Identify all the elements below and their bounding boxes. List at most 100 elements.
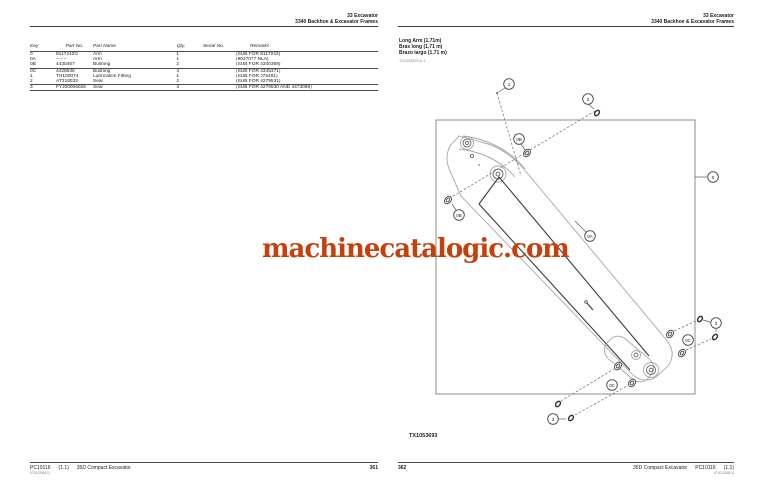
diagram-border bbox=[435, 119, 696, 395]
right-page-header: 33 Excavator 3340 Backhoe & Excavator Fr… bbox=[398, 13, 734, 27]
o-ring-icon bbox=[567, 414, 575, 422]
doc-number: PC10116 bbox=[30, 464, 51, 471]
cell-part-no: 4428636 bbox=[56, 68, 75, 74]
excavator-arm-drawing bbox=[446, 135, 673, 383]
col-header-qty: Qty. bbox=[171, 44, 191, 52]
cell-part-no: 4430457 bbox=[56, 62, 93, 69]
print-code: 071012008-1) bbox=[30, 470, 50, 475]
o-ring-icon bbox=[593, 109, 601, 117]
callout-0c-right: 0C bbox=[682, 334, 694, 346]
col-header-serial-no: Serial No. bbox=[191, 44, 236, 52]
cell-key: 0C bbox=[30, 68, 37, 74]
cell-remarks: (SUB FOR 4279531) bbox=[236, 79, 378, 86]
cell-part-name: Lubrication Fitting bbox=[93, 73, 131, 79]
cell-serial-no bbox=[191, 79, 236, 86]
watermark: machinecatalogic.com bbox=[262, 234, 570, 264]
callout-0c-bottom: 0C bbox=[606, 379, 618, 391]
cell-key: 3 bbox=[30, 84, 56, 92]
pivot-boss bbox=[489, 165, 507, 183]
cell-remarks: (SUB FOR 4345371) bbox=[236, 68, 281, 74]
doc-number: PC10116 bbox=[695, 464, 716, 471]
cell-key: 0B bbox=[30, 62, 56, 69]
cell-part-name: Bushing bbox=[93, 62, 171, 69]
cell-part-no: FYJ00006026 bbox=[56, 84, 93, 92]
svg-text:2: 2 bbox=[587, 97, 590, 102]
cell-part-name: Arm bbox=[93, 57, 102, 63]
cell-remarks: (SUB FOR 8117243) bbox=[236, 52, 281, 57]
o-ring-icon bbox=[711, 333, 719, 341]
bushing-icon bbox=[666, 329, 674, 339]
cell-remarks: (SUB FOR 4279530 AND 4473086) bbox=[236, 84, 378, 92]
page-number: 362 bbox=[398, 464, 407, 471]
cell-qty: 1 bbox=[176, 57, 179, 63]
left-page-header: 33 Excavator 3340 Backhoe & Excavator Fr… bbox=[30, 13, 378, 27]
svg-text:0B: 0B bbox=[516, 137, 522, 142]
figure-title-en: Long Arm (1.71m) bbox=[399, 38, 442, 44]
tip-boss bbox=[643, 362, 659, 378]
table-row: 0A – – – Arm 1 (9027077 NLA) bbox=[30, 57, 378, 62]
svg-text:0A: 0A bbox=[587, 234, 594, 239]
plate-hole bbox=[469, 153, 474, 158]
col-header-part-no: Part No. bbox=[56, 44, 93, 52]
cell-qty: 2 bbox=[171, 62, 191, 69]
figure-ref-small: TX1053693 A-1 bbox=[399, 59, 426, 64]
subsection-title: 3340 Backhoe & Excavator Frames bbox=[651, 19, 734, 25]
cell-key: 2 bbox=[30, 79, 56, 86]
cell-remarks: (SUB FOR J75481) bbox=[236, 73, 278, 79]
cell-part-name: Seal bbox=[93, 79, 171, 86]
arm-edge-dark bbox=[478, 176, 650, 357]
section-title: 33 Excavator bbox=[347, 13, 378, 19]
cell-remarks: (SUB FOR 4340369) bbox=[236, 62, 378, 69]
table-row: 2 AT318033 Seal 2 (SUB FOR 4279531) bbox=[30, 79, 378, 86]
arm-outline bbox=[446, 135, 673, 381]
figure-title-es: Brazo largo (1,71 m) bbox=[399, 49, 447, 56]
cell-serial-no bbox=[191, 84, 236, 92]
page-number: 361 bbox=[369, 464, 378, 471]
bushing-icon bbox=[614, 361, 622, 371]
doc-revision: (1.1) bbox=[723, 464, 734, 471]
cell-qty: 4 bbox=[176, 68, 179, 74]
bushing-icon bbox=[628, 378, 636, 388]
subsection-title: 3340 Backhoe & Excavator Frames bbox=[295, 19, 378, 25]
callout-0: 0 bbox=[707, 171, 719, 183]
table-row: 0C 4428636 Bushing 4 (SUB FOR 4345371) bbox=[30, 68, 378, 74]
svg-text:0: 0 bbox=[712, 175, 715, 180]
section-title: 33 Excavator bbox=[703, 13, 734, 19]
cell-qty: 2 bbox=[171, 79, 191, 86]
cell-remarks: (9027077 NLA) bbox=[236, 57, 269, 63]
table-row: 0B 4430457 Bushing 2 (SUB FOR 4340369) bbox=[30, 62, 378, 69]
seal-rings bbox=[554, 109, 719, 422]
figure-title-fr: Bras long (1,71 m) bbox=[399, 43, 443, 50]
svg-text:0B: 0B bbox=[456, 213, 462, 218]
bushings bbox=[444, 148, 686, 388]
left-page-footer: PC10116 (1.1) 35D Compact Excavator 361 bbox=[30, 462, 378, 471]
leader-lines bbox=[449, 87, 717, 420]
cell-key: 0 bbox=[30, 52, 33, 57]
cell-qty: 1 bbox=[176, 52, 179, 57]
o-ring-icon bbox=[554, 400, 562, 408]
svg-text:3: 3 bbox=[552, 417, 555, 422]
callout-1: 1 bbox=[503, 78, 515, 90]
tip-housing bbox=[604, 335, 654, 383]
callout-0a: 0A bbox=[584, 230, 596, 242]
cell-part-no: AT318033 bbox=[56, 79, 93, 86]
col-header-key: Key bbox=[30, 44, 56, 52]
callout-3-right: 3 bbox=[710, 317, 722, 329]
callout-2: 2 bbox=[582, 93, 594, 105]
cell-key: 1 bbox=[30, 73, 33, 79]
bushing-icon bbox=[678, 348, 686, 358]
col-header-part-name: Part Name bbox=[93, 44, 171, 52]
cell-qty: 4 bbox=[171, 84, 191, 92]
table-header-row: Key Part No. Part Name Qty. Serial No. R… bbox=[30, 44, 378, 52]
col-header-remarks: Remarks bbox=[236, 44, 378, 52]
table-row: 1 TH100074 Lubrication Fitting 1 (SUB FO… bbox=[30, 74, 378, 79]
grease-fitting bbox=[586, 302, 594, 311]
cell-part-name: Arm bbox=[93, 52, 102, 57]
cell-part-no: – – – bbox=[56, 57, 67, 63]
model-name: 35D Compact Excavator bbox=[76, 464, 131, 471]
o-ring-icon bbox=[696, 315, 704, 323]
callout-0b-top: 0B bbox=[513, 133, 525, 145]
table-row: 3 FYJ00006026 Seal 4 (SUB FOR 4279530 AN… bbox=[30, 84, 378, 92]
doc-revision: (1.1) bbox=[58, 464, 69, 471]
svg-text:1: 1 bbox=[508, 82, 511, 87]
